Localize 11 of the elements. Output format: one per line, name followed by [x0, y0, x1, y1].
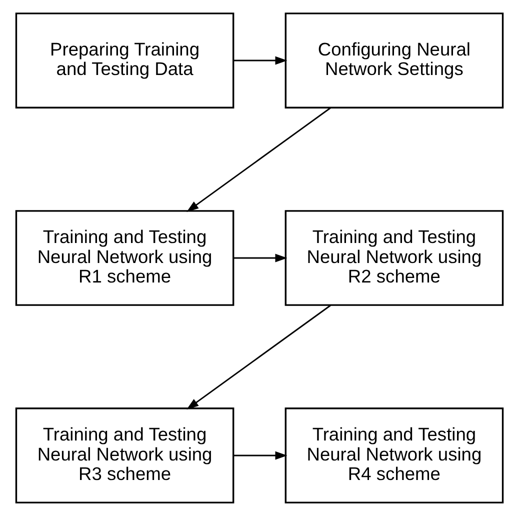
- node-box: Training and Testing Neural Network using R3 scheme: [14, 408, 234, 504]
- node-box: Training and Testing Neural Network using R2 scheme: [284, 210, 504, 306]
- arrow: [233, 254, 287, 262]
- node-box: Configuring Neural Network Settings: [284, 12, 504, 108]
- arrow: [186, 107, 331, 212]
- arrow: [186, 304, 331, 410]
- arrow: [233, 56, 287, 65]
- arrow: [233, 451, 287, 460]
- node-box: Training and Testing Neural Network using R4 scheme: [284, 408, 504, 504]
- node-box: Preparing Training and Testing Data: [14, 12, 234, 108]
- node-box: Training and Testing Neural Network using R1 scheme: [14, 210, 234, 306]
